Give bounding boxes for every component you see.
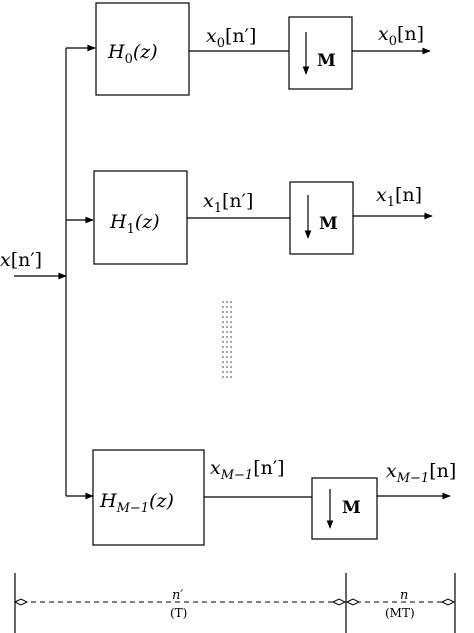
timeline-right-rate: (MT) [385,606,415,620]
branch-1-output-label: x1[n] [376,184,422,210]
ellipsis-dot [230,351,232,353]
branch-0-output-label: x0[n] [378,23,424,49]
ellipsis-dot [222,321,224,323]
decimator-0-label: M [317,51,336,71]
ellipsis-dot [226,376,228,378]
branch-m-1-mid-label: xM−1[n′] [210,457,285,483]
ellipsis-dot [222,371,224,373]
ellipsis-dot [230,326,232,328]
ellipsis-dot [222,306,224,308]
ellipsis-dot [222,366,224,368]
ellipsis-dot [230,316,232,318]
ellipsis-dot [226,351,228,353]
ellipsis-dot [222,351,224,353]
ellipsis-dot [226,356,228,358]
decimator-1-label: M [319,214,338,234]
filter-hm-1-label: HM−1(z) [99,490,174,516]
filter-h0-box [95,2,190,96]
decimator-m-1-box [311,477,378,540]
filter-h1-label: H1(z) [109,211,160,237]
ellipsis-dot [230,341,232,343]
timeline-left-end-diamond [331,598,347,606]
ellipsis-dot [222,346,224,348]
ellipsis-dot [222,331,224,333]
ellipsis-dot [226,366,228,368]
ellipsis-dot [222,341,224,343]
ellipsis-dot [226,371,228,373]
ellipsis-dot [226,316,228,318]
ellipsis-dot [222,311,224,313]
ellipsis-dot [230,301,232,303]
decimator-0-box [288,16,353,90]
ellipsis-dots [222,301,232,378]
ellipsis-dot [226,331,228,333]
ellipsis-dot [230,331,232,333]
ellipsis-dot [230,361,232,363]
timeline-left-rate: (T) [170,606,187,620]
input-signal-label: x[n′] [0,249,42,271]
timeline-right-label: n [400,588,408,603]
ellipsis-dot [226,341,228,343]
timeline-right-start-diamond [345,598,361,606]
ellipsis-dot [230,366,232,368]
ellipsis-dot [226,306,228,308]
ellipsis-dot [222,361,224,363]
timeline-left-label: n′ [172,588,183,603]
branch-1-mid-label: x1[n′] [203,190,253,216]
ellipsis-dot [222,356,224,358]
ellipsis-dot [230,311,232,313]
branch-m-1: HM−1(z) xM−1[n′] M xM−1[n] [66,449,456,546]
filter-h0-label: H0(z) [107,41,158,67]
branch-1: H1(z) x1[n′] M x1[n] [66,170,433,265]
branch-0-mid-label: x0[n′] [206,25,256,51]
ellipsis-dot [226,311,228,313]
ellipsis-dot [226,321,228,323]
decimator-m-1-label: M [342,498,361,518]
ellipsis-dot [226,301,228,303]
ellipsis-dot [230,371,232,373]
branch-0: H0(z) x0[n′] M x0[n] [66,2,431,96]
ellipsis-dot [226,326,228,328]
ellipsis-dot [222,326,224,328]
filter-hm-1-box [92,449,205,546]
decimator-1-box [289,181,354,255]
ellipsis-dot [230,376,232,378]
branch-m-1-output-label: xM−1[n] [386,460,456,486]
ellipsis-dot [230,306,232,308]
ellipsis-dot [222,301,224,303]
ellipsis-dot [230,346,232,348]
ellipsis-dot [230,321,232,323]
ellipsis-dot [222,376,224,378]
timeline-right-end-diamond [440,598,456,606]
ellipsis-dot [226,361,228,363]
ellipsis-dot [226,336,228,338]
timeline-left-start-diamond [13,598,29,606]
ellipsis-dot [222,336,224,338]
ellipsis-dot [230,356,232,358]
ellipsis-dot [222,316,224,318]
ellipsis-dot [230,336,232,338]
ellipsis-dot [226,346,228,348]
timeline: n′ (T) n (MT) [13,573,456,633]
